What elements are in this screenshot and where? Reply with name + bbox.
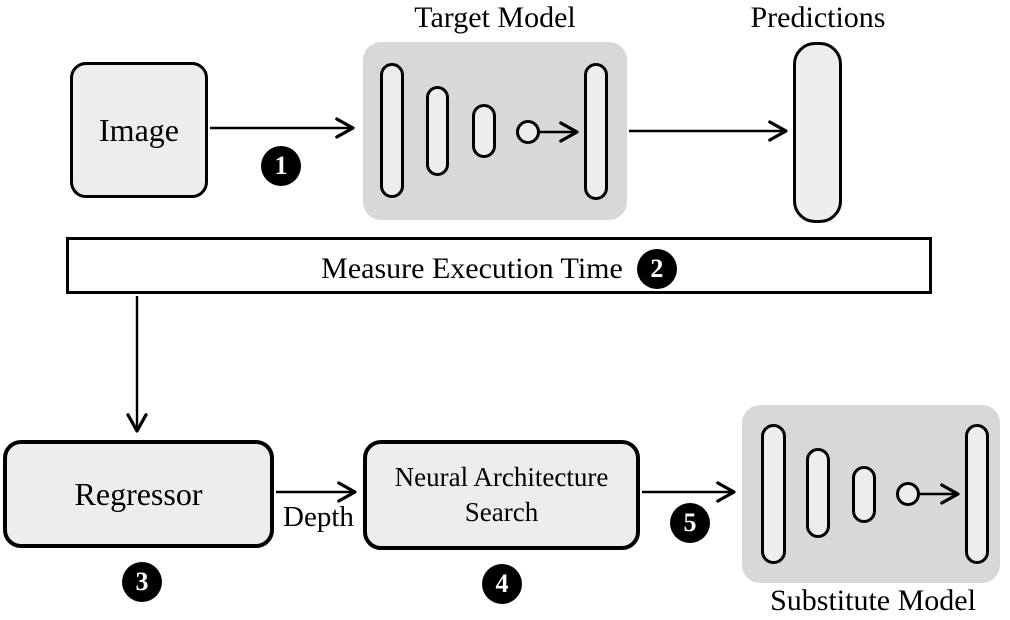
image-node: Image xyxy=(70,62,208,198)
target-bottleneck-circle-icon xyxy=(516,120,540,144)
step-3-badge: 3 xyxy=(122,562,162,602)
target-model-caption: Target Model xyxy=(414,1,576,34)
measure-execution-time-box: Measure Execution Time 2 xyxy=(66,237,932,294)
substitute-layer-capsule-output-icon xyxy=(965,424,989,564)
predictions-capsule xyxy=(793,42,842,223)
image-node-label: Image xyxy=(99,111,179,148)
step-4-badge: 4 xyxy=(482,564,522,604)
substitute-layer-capsule-medium-icon xyxy=(806,448,830,538)
target-layer-capsule-medium-icon xyxy=(426,86,449,176)
step-2-badge: 2 xyxy=(636,248,677,289)
target-layer-capsule-output-icon xyxy=(584,63,608,200)
measure-execution-time-label: Measure Execution Time xyxy=(321,251,623,285)
regressor-node: Regressor xyxy=(3,440,274,548)
nas-node: Neural Architecture Search xyxy=(363,440,640,550)
target-layer-capsule-large-icon xyxy=(380,63,404,198)
substitute-layer-capsule-large-icon xyxy=(761,424,786,564)
depth-edge-label: Depth xyxy=(283,501,354,533)
step-1-badge: 1 xyxy=(261,146,301,186)
predictions-caption: Predictions xyxy=(750,1,886,34)
substitute-layer-capsule-small-icon xyxy=(852,466,876,523)
regressor-node-label: Regressor xyxy=(74,475,203,512)
target-layer-capsule-small-icon xyxy=(472,104,496,158)
step-5-badge: 5 xyxy=(670,503,710,543)
substitute-bottleneck-circle-icon xyxy=(896,482,920,506)
substitute-model-caption: Substitute Model xyxy=(770,584,976,617)
nas-node-label: Neural Architecture Search xyxy=(394,461,609,527)
